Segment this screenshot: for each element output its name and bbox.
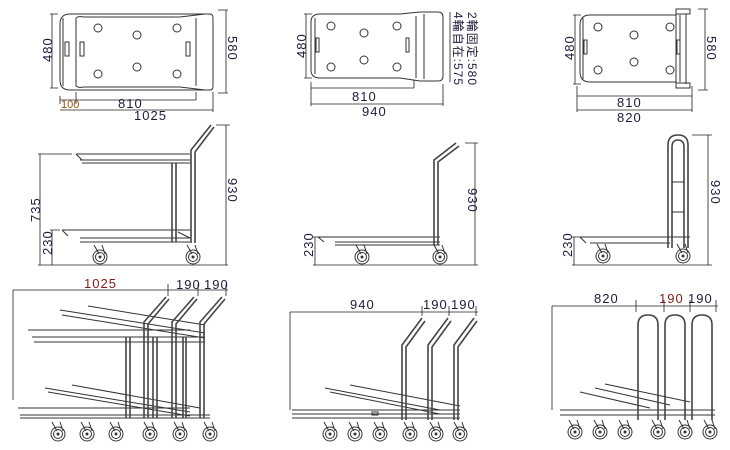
dim-handle-height: 930 — [225, 178, 240, 203]
caster-wheel-icon — [92, 244, 108, 265]
dim-deck-height: 230 — [301, 232, 316, 257]
plan-view-folding: 480 580 810 820 — [562, 8, 719, 125]
dim-upper-shelf-height: 735 — [28, 197, 43, 222]
dim-nest-pitch-2: 190 — [451, 297, 476, 312]
caster-wheel-icon — [702, 419, 718, 440]
dim-length: 940 — [350, 297, 375, 312]
dim-overall-length: 940 — [362, 104, 387, 119]
dim-overall-width: 580 — [704, 36, 719, 61]
dim-handle-height: 930 — [708, 180, 723, 205]
dim-deck-length: 810 — [118, 96, 143, 111]
caster-wheel-icon — [108, 421, 124, 442]
caster-wheel-icon — [452, 421, 468, 442]
caster-wheel-icon — [142, 421, 158, 442]
dim-length: 1025 — [84, 276, 117, 291]
dim-overall-width: 580 — [225, 36, 240, 61]
plan-view-medium: 480 810 940 4輪自在:575 2輪固定:580 — [294, 11, 480, 119]
dim-handle-height: 930 — [465, 188, 480, 213]
caster-wheel-icon — [567, 419, 583, 440]
caster-wheel-icon — [677, 419, 693, 440]
dim-deck-length: 810 — [617, 95, 642, 110]
dim-handle-offset: 100 — [61, 99, 79, 111]
caster-wheel-icon — [172, 421, 188, 442]
side-view-folding: 930 230 — [560, 134, 723, 266]
caster-wheel-icon — [372, 421, 388, 442]
dim-overall-length: 820 — [617, 110, 642, 125]
caster-wheel-icon — [185, 244, 201, 265]
caster-wheel-icon — [50, 421, 66, 442]
dim-nest-pitch-1: 190 — [176, 277, 201, 292]
nested-view-medium: 940 190 190 — [289, 297, 478, 420]
caster-wheel-icon — [617, 419, 633, 440]
caster-wheel-icon — [79, 421, 95, 442]
note-swivel-casters: 4輪自在:575 — [451, 12, 466, 86]
dim-nest-pitch-2: 190 — [688, 291, 713, 306]
caster-wheel-icon — [322, 421, 338, 442]
dim-deck-height: 230 — [560, 232, 575, 257]
dim-deck-length: 810 — [352, 89, 377, 104]
note-fixed-casters: 2輪固定:580 — [465, 12, 480, 86]
dim-nest-pitch-1: 190 — [423, 297, 448, 312]
dim-nest-pitch-1: 190 — [659, 291, 684, 306]
caster-wheel-icon — [432, 244, 448, 265]
side-view-medium: 930 230 — [301, 142, 480, 266]
plan-view-large: 480 580 100 810 1025 — [40, 9, 240, 123]
dim-width: 480 — [40, 37, 55, 62]
dim-length: 820 — [594, 291, 619, 306]
casters — [50, 243, 718, 442]
nested-view-large: 1025 190 190 — [12, 276, 229, 419]
dim-deck-height: 230 — [40, 230, 55, 255]
dim-overall-length: 1025 — [134, 108, 167, 123]
caster-wheel-icon — [428, 421, 444, 442]
caster-wheel-icon — [354, 244, 370, 265]
caster-wheel-icon — [650, 419, 666, 440]
caster-wheel-icon — [202, 421, 218, 442]
nested-view-folding: 820 190 190 — [551, 291, 718, 420]
caster-wheel-icon — [595, 243, 611, 264]
caster-wheel-icon — [402, 421, 418, 442]
dim-width: 480 — [562, 35, 577, 60]
dim-nest-pitch-2: 190 — [204, 277, 229, 292]
caster-wheel-icon — [592, 419, 608, 440]
side-view-large: 735 230 930 — [28, 124, 240, 266]
caster-wheel-icon — [675, 243, 691, 264]
dim-width: 480 — [294, 33, 309, 58]
caster-wheel-icon — [347, 421, 363, 442]
